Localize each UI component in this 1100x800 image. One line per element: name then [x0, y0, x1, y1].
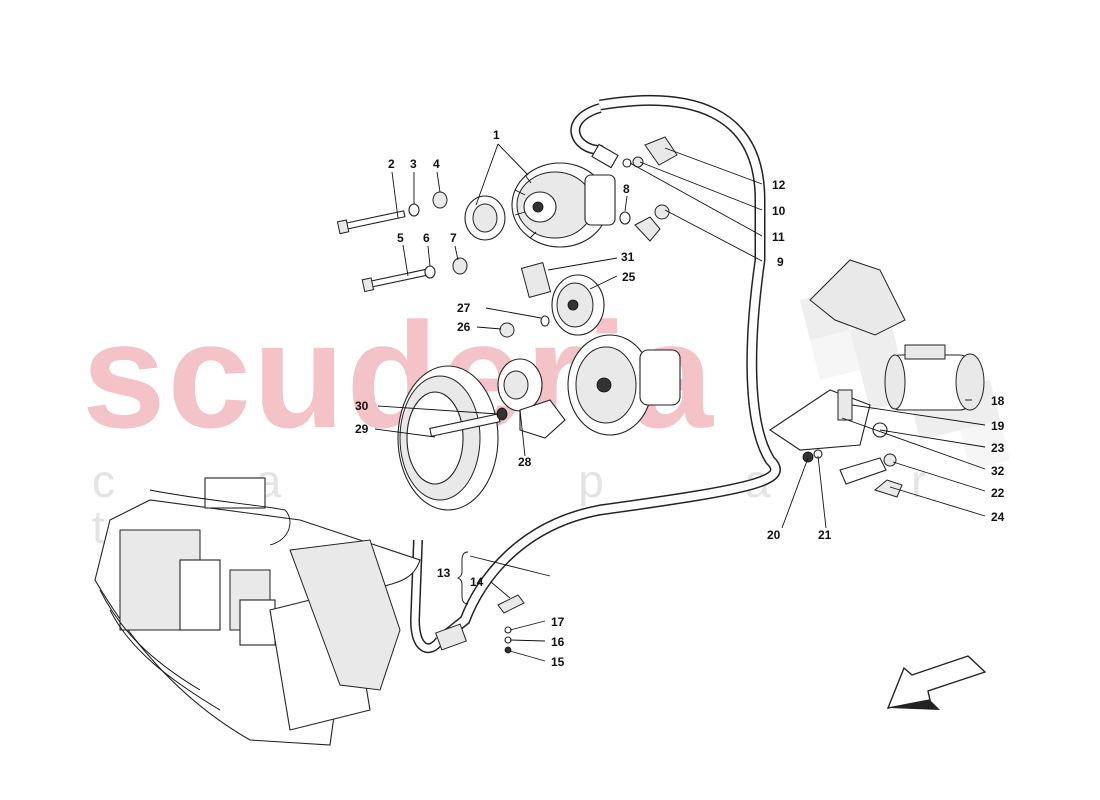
tensioner — [497, 358, 566, 439]
callout-3: 3 — [410, 157, 417, 171]
callout-26: 26 — [457, 320, 471, 334]
callout-10: 10 — [772, 204, 786, 218]
callout-7: 7 — [450, 231, 457, 245]
pump-pulley — [567, 334, 681, 436]
callout-21: 21 — [818, 528, 832, 542]
callout-19: 19 — [991, 419, 1005, 433]
mounting-bolts — [336, 191, 468, 293]
callout-5: 5 — [397, 231, 404, 245]
terminal-hardware — [619, 136, 678, 242]
leader-lines — [374, 143, 986, 662]
main-cable — [409, 94, 781, 654]
callout-30: 30 — [355, 399, 369, 413]
idler-pulley — [499, 262, 605, 338]
callout-22: 22 — [991, 486, 1005, 500]
callout-16: 16 — [551, 635, 565, 649]
starter-motor — [884, 344, 985, 411]
callout-25: 25 — [622, 270, 636, 284]
callout-23: 23 — [991, 441, 1005, 455]
callout-28: 28 — [518, 455, 532, 469]
callout-12: 12 — [772, 178, 786, 192]
callout-18: 18 — [991, 394, 1005, 408]
alternator — [464, 162, 616, 248]
callout-1: 1 — [493, 128, 500, 142]
callout-31: 31 — [621, 250, 635, 264]
callout-9: 9 — [777, 255, 784, 269]
callout-20: 20 — [767, 528, 781, 542]
callout-11: 11 — [772, 230, 785, 244]
callout-2: 2 — [388, 157, 395, 171]
ecu-fuse-box — [94, 477, 421, 746]
callout-14: 14 — [470, 575, 484, 589]
callout-27: 27 — [457, 301, 471, 315]
crank-pulley — [397, 365, 508, 511]
callout-15: 15 — [551, 655, 565, 669]
callout-17: 17 — [551, 615, 565, 629]
callout-32: 32 — [991, 464, 1005, 478]
callout-8: 8 — [623, 182, 630, 196]
callout-labels: 1 2 3 4 5 6 7 8 9 10 11 12 13 14 15 16 1… — [355, 128, 1005, 669]
callout-6: 6 — [423, 231, 430, 245]
callout-13: 13 — [437, 566, 451, 580]
callout-4: 4 — [433, 157, 440, 171]
callout-29: 29 — [355, 422, 369, 436]
callout-24: 24 — [991, 510, 1005, 524]
direction-arrow-icon — [886, 655, 987, 710]
starter-bracket — [769, 259, 906, 498]
